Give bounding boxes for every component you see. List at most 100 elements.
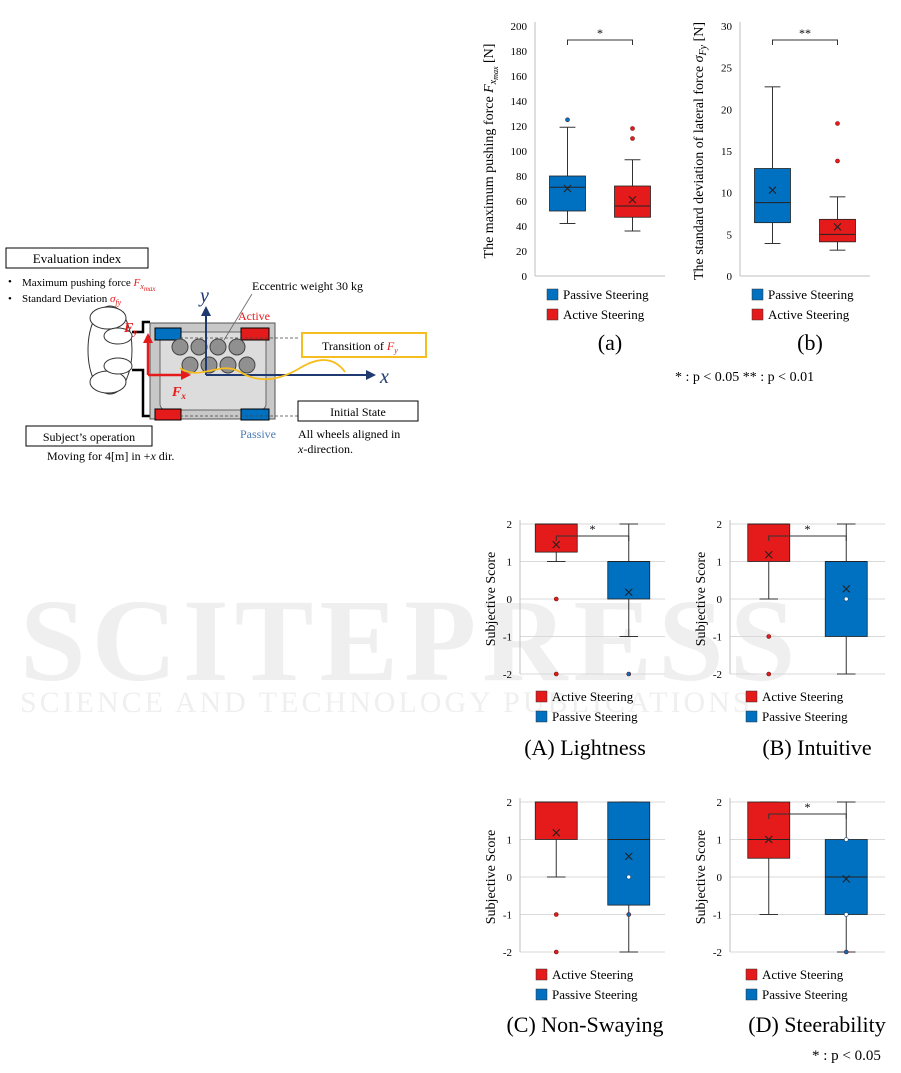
legend-swatch (751, 288, 764, 301)
transition-path (179, 359, 346, 381)
chart-caption: (A) Lightness (524, 735, 646, 760)
y-tick-label: -1 (503, 632, 512, 644)
outlier-point (843, 912, 849, 917)
top-pvalue-note: * : p < 0.05 ** : p < 0.01 (675, 370, 815, 385)
mean-marker (624, 852, 633, 861)
subject-operation-label: Subject’s operation (43, 430, 135, 444)
box-passive-steering (607, 561, 651, 600)
legend-label: Active Steering (762, 689, 844, 704)
legend-swatch (535, 710, 548, 723)
mean-marker (552, 540, 561, 549)
y-tick-label: 10 (721, 188, 733, 200)
wheel-passive-rear-right (240, 408, 270, 421)
bullet-1-text: Maximum pushing force Fxmax (22, 277, 156, 293)
legend-swatch (546, 288, 559, 301)
outlier-point (843, 596, 849, 602)
y-tick-label: 0 (717, 872, 723, 884)
outlier-point (843, 949, 849, 955)
y-tick-label: 1 (507, 557, 513, 569)
legend-label: Passive Steering (563, 287, 649, 302)
legend-swatch (546, 308, 559, 321)
x-arrowhead (366, 370, 376, 380)
significance-bracket (772, 39, 838, 45)
moving-label: Moving for 4[m] in +x dir. (47, 449, 174, 463)
y-axis-label: Subjective Score (694, 552, 709, 646)
evaluation-index-box (5, 247, 149, 269)
outlier-point (843, 837, 849, 842)
y-tick-label: 2 (717, 519, 723, 531)
legend-label: Active Steering (768, 307, 850, 322)
box-active-steering (534, 523, 578, 553)
y-axis-label: Subjective Score (484, 552, 499, 646)
mean-marker (624, 588, 633, 597)
eccentric-leader (223, 293, 253, 341)
wheels-aligned-line2: x-direction. (297, 442, 353, 456)
y-tick-label: 80 (516, 171, 528, 183)
mean-marker (628, 195, 637, 204)
significance-label: * (805, 522, 811, 536)
y-tick-label: 140 (511, 96, 528, 108)
y-tick-label: 40 (516, 221, 528, 233)
legend-swatch (745, 710, 758, 723)
y-tick-label: -2 (503, 947, 512, 959)
outlier-point (630, 136, 635, 141)
legend-label: Passive Steering (762, 709, 848, 724)
y-tick-label: 2 (717, 797, 723, 809)
legend-swatch (535, 988, 548, 1001)
transition-label: Transition of Fy (322, 339, 398, 355)
significance-label: * (805, 800, 811, 814)
y-tick-label: 0 (717, 594, 723, 606)
significance-label: * (597, 26, 603, 40)
y-tick-label: 180 (511, 46, 528, 58)
transition-box (301, 332, 427, 358)
significance-bracket (768, 535, 847, 541)
y-tick-label: 200 (511, 21, 528, 33)
box-passive-steering (607, 801, 651, 906)
fx-label: Fx (171, 385, 186, 401)
person-icon (87, 305, 133, 395)
legend-label: Active Steering (762, 967, 844, 982)
significance-bracket (555, 535, 630, 541)
y-tick-label: 15 (721, 146, 733, 158)
mean-marker (764, 835, 773, 844)
y-tick-label: 120 (511, 121, 528, 133)
y-tick-label: -2 (503, 669, 512, 681)
y-tick-label: 5 (727, 229, 733, 241)
legend-label: Passive Steering (552, 709, 638, 724)
legend-swatch (745, 968, 758, 981)
box-active-steering (747, 801, 791, 859)
y-tick-label: -2 (713, 947, 722, 959)
outlier-point (835, 158, 840, 164)
outlier-point (626, 671, 632, 677)
bullet-1: • (8, 276, 12, 288)
active-label: Active (238, 309, 270, 323)
y-tick-label: 0 (522, 271, 528, 283)
outlier-point (626, 874, 632, 880)
eccentric-weight-label: Eccentric weight 30 kg (252, 279, 363, 293)
significance-label: * (590, 522, 596, 536)
y-axis-label: Subjective Score (694, 830, 709, 924)
y-tick-label: 0 (507, 594, 513, 606)
experiment-diagram: Evaluation index • Maximum pushing force… (5, 247, 427, 463)
wheel-active-rear-left (154, 408, 182, 421)
mean-marker (768, 186, 777, 195)
y-tick-label: 30 (721, 21, 733, 33)
legend-swatch (751, 308, 764, 321)
significance-label: ** (799, 26, 811, 40)
legend-label: Passive Steering (762, 987, 848, 1002)
chart-caption: (B) Intuitive (762, 735, 871, 760)
outlier-point (553, 596, 559, 602)
y-tick-label: 2 (507, 519, 513, 531)
box-passive-steering (549, 175, 586, 212)
y-arrowhead (201, 306, 211, 316)
chart-caption: (C) Non-Swaying (506, 1012, 663, 1037)
outlier-point (766, 634, 772, 639)
y-tick-label: -1 (503, 910, 512, 922)
bottom-pvalue-note: * : p < 0.05 (812, 1048, 881, 1064)
fx-arrowhead (181, 370, 191, 380)
y-tick-label: -1 (713, 910, 722, 922)
